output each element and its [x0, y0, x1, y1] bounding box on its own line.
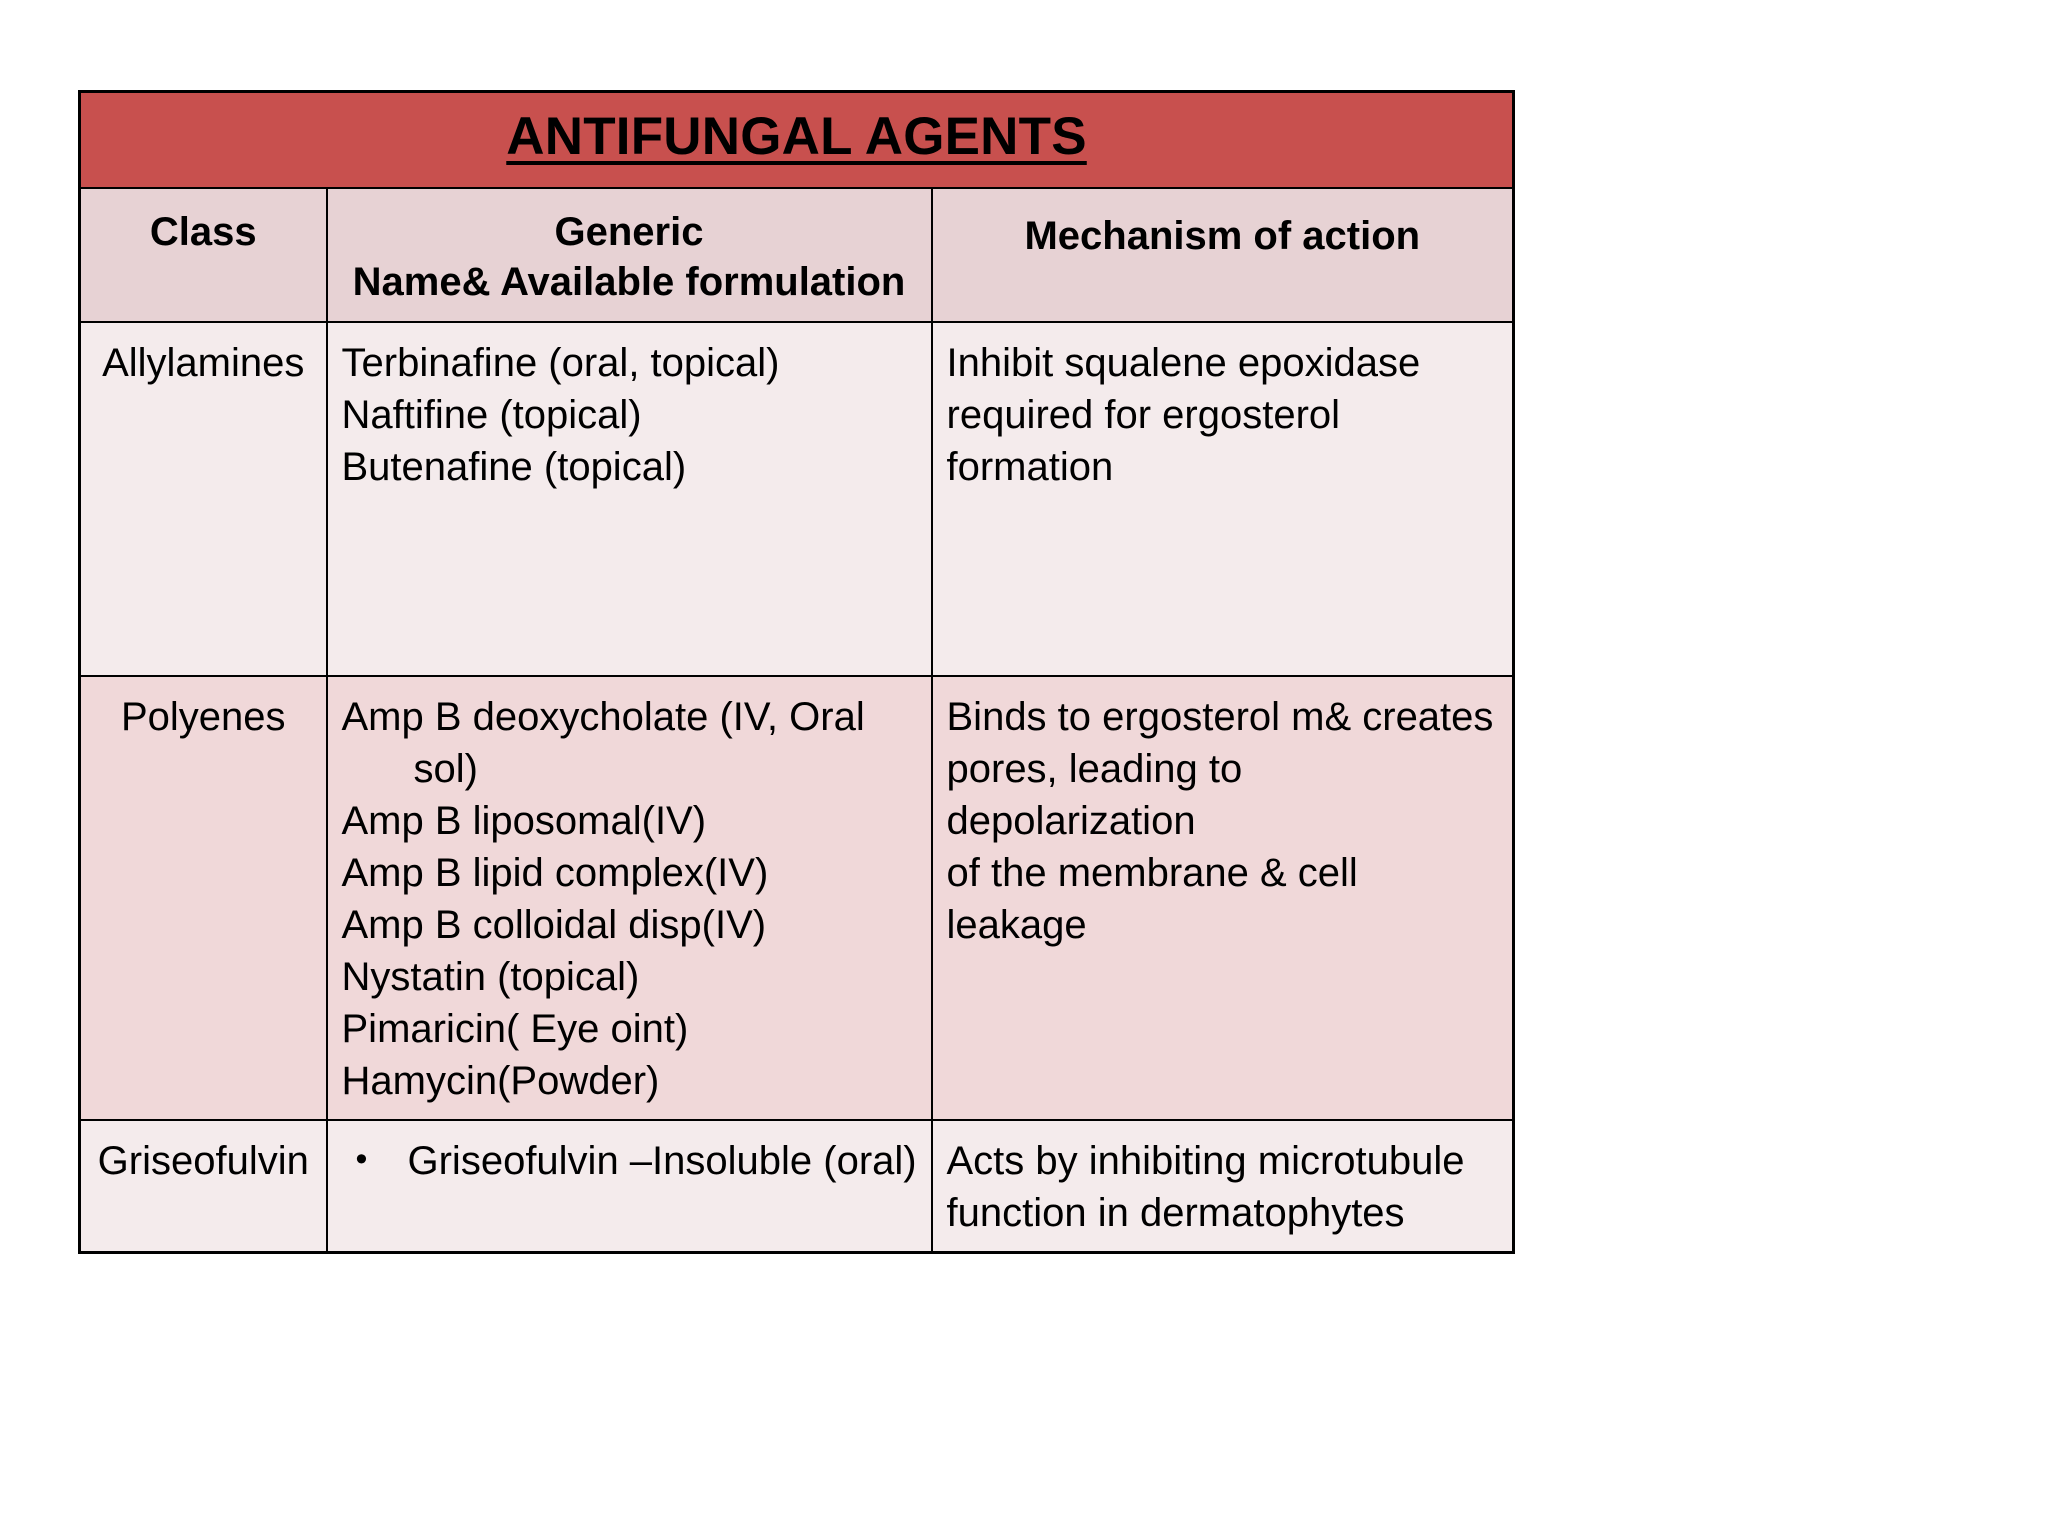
- bullet-icon: •: [355, 1140, 368, 1179]
- drug-item: Terbinafine (oral, topical): [341, 341, 780, 386]
- table-title-cell: ANTIFUNGAL AGENTS: [78, 90, 1515, 189]
- moa-line: of the membrane & cell leakage: [946, 851, 1358, 948]
- drug-item: Naftifine (topical): [341, 393, 642, 438]
- table-header-row: Class Generic Name& Available formulatio…: [78, 186, 1515, 324]
- column-header-generic-line2: Name& Available formulation: [352, 260, 906, 305]
- drug-item: Amp B deoxycholate (IV, Oral sol): [341, 695, 865, 792]
- column-header-generic-line1: Generic: [554, 209, 704, 254]
- column-header-generic: Generic Name& Available formulation: [325, 186, 933, 324]
- column-header-class: Class: [78, 186, 328, 324]
- cell-mechanism-allylamines: Inhibit squalene epoxidase required for …: [930, 321, 1515, 678]
- cell-mechanism-griseofulvin: Acts by inhibiting microtubule function …: [930, 1119, 1515, 1254]
- moa-line: Acts by inhibiting microtubule: [946, 1139, 1465, 1184]
- drug-item: Pimaricin( Eye oint): [341, 1007, 689, 1052]
- drug-item-bulleted: • Griseofulvin –Insoluble (oral): [342, 1135, 919, 1187]
- moa-line: Inhibit squalene epoxidase: [946, 341, 1421, 386]
- column-header-mechanism: Mechanism of action: [930, 186, 1515, 324]
- drug-item: Amp B liposomal(IV): [341, 799, 707, 844]
- moa-line: function in dermatophytes: [946, 1191, 1405, 1236]
- drug-item: Amp B lipid complex(IV): [341, 851, 769, 896]
- antifungal-agents-table-container: ANTIFUNGAL AGENTS Class Generic Name& Av…: [78, 90, 2012, 1255]
- moa-line: formation: [946, 445, 1114, 490]
- cell-generic-griseofulvin: • Griseofulvin –Insoluble (oral): [325, 1119, 933, 1254]
- cell-class-allylamines: Allylamines: [78, 321, 328, 678]
- cell-mechanism-polyenes: Binds to ergosterol m& creates pores, le…: [930, 675, 1515, 1122]
- moa-line: required for ergosterol: [946, 393, 1341, 438]
- cell-class-griseofulvin: Griseofulvin: [78, 1119, 328, 1254]
- cell-generic-polyenes: Amp B deoxycholate (IV, Oral sol) Amp B …: [325, 675, 933, 1122]
- page-title: ANTIFUNGAL AGENTS: [506, 107, 1087, 166]
- cell-class-polyenes: Polyenes: [78, 675, 328, 1122]
- table-row: Allylamines Terbinafine (oral, topical) …: [78, 321, 1515, 678]
- moa-line: Binds to ergosterol m& creates: [946, 695, 1494, 740]
- drug-item: Butenafine (topical): [341, 445, 687, 490]
- drug-item-label: Griseofulvin –Insoluble (oral): [407, 1139, 917, 1184]
- antifungal-agents-table: ANTIFUNGAL AGENTS Class Generic Name& Av…: [78, 90, 1516, 1255]
- table-row: Griseofulvin • Griseofulvin –Insoluble (…: [78, 1119, 1515, 1254]
- drug-item: Amp B colloidal disp(IV): [341, 903, 767, 948]
- drug-item: Nystatin (topical): [341, 955, 640, 1000]
- table-title-row: ANTIFUNGAL AGENTS: [78, 90, 1515, 189]
- drug-item: Hamycin(Powder): [341, 1059, 660, 1104]
- table-row: Polyenes Amp B deoxycholate (IV, Oral so…: [78, 675, 1515, 1122]
- cell-generic-allylamines: Terbinafine (oral, topical) Naftifine (t…: [325, 321, 933, 678]
- moa-line: pores, leading to depolarization: [946, 747, 1243, 844]
